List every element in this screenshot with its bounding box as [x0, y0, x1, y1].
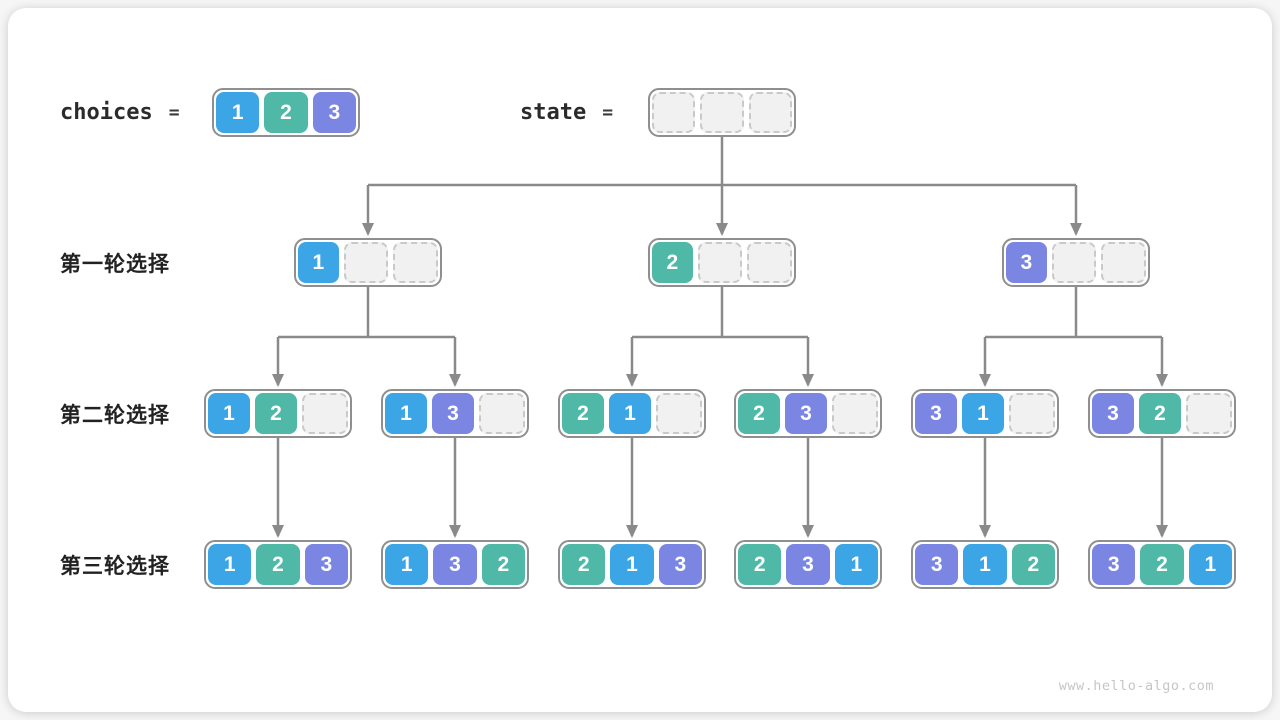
state-cell-filled: 3: [1092, 544, 1136, 585]
state-cell-filled: 1: [834, 544, 878, 585]
state-cell-empty: [479, 393, 525, 434]
state-cell-empty: [697, 242, 743, 283]
state-label: state: [520, 100, 587, 125]
state-cell-filled: 2: [1011, 544, 1055, 585]
diagram-canvas: [8, 8, 1272, 712]
state-cell-filled: 2: [738, 544, 782, 585]
state-box: 3: [1002, 238, 1150, 287]
state-cell-filled: 3: [915, 393, 957, 434]
state-cell-filled: 3: [312, 92, 356, 133]
state-cell-filled: 1: [962, 393, 1004, 434]
state-cell-empty: [1186, 393, 1232, 434]
state-box: [648, 88, 796, 137]
state-cell-empty: [393, 242, 439, 283]
state-cell-filled: 3: [1006, 242, 1047, 283]
state-cell-filled: 3: [433, 544, 477, 585]
state-cell-filled: 3: [304, 544, 348, 585]
state-cell-filled: 3: [915, 544, 959, 585]
state-cell-filled: 2: [652, 242, 693, 283]
choices-variable: choices =: [60, 88, 180, 137]
state-cell-filled: 1: [208, 393, 250, 434]
state-cell-filled: 2: [562, 393, 604, 434]
round-label: 第三轮选择: [60, 554, 170, 578]
state-cell-empty: [1009, 393, 1055, 434]
state-cell-filled: 3: [1092, 393, 1134, 434]
state-cell-empty: [700, 92, 744, 133]
state-cell-filled: 2: [738, 393, 780, 434]
round-label: 第一轮选择: [60, 252, 170, 276]
state-cell-empty: [1051, 242, 1097, 283]
equals-sign: =: [168, 102, 180, 123]
equals-sign: =: [602, 102, 614, 123]
state-cell-empty: [302, 393, 348, 434]
state-cell-filled: 3: [658, 544, 702, 585]
state-cell-filled: 1: [208, 544, 252, 585]
state-cell-filled: 2: [1140, 544, 1184, 585]
state-cell-filled: 2: [562, 544, 606, 585]
state-variable: state =: [520, 88, 613, 137]
state-cell-empty: [343, 242, 389, 283]
state-cell-filled: 2: [264, 92, 308, 133]
state-cell-empty: [747, 242, 793, 283]
state-cell-empty: [1101, 242, 1147, 283]
state-cell-filled: 1: [610, 544, 654, 585]
watermark: www.hello-algo.com: [1058, 678, 1214, 694]
state-cell-filled: 2: [1139, 393, 1181, 434]
round-label: 第二轮选择: [60, 403, 170, 427]
state-cell-filled: 1: [1188, 544, 1232, 585]
state-cell-filled: 1: [385, 544, 429, 585]
state-cell-filled: 2: [481, 544, 525, 585]
state-cell-empty: [832, 393, 878, 434]
state-cell-filled: 1: [385, 393, 427, 434]
state-cell-filled: 1: [963, 544, 1007, 585]
state-cell-filled: 1: [216, 92, 260, 133]
state-cell-empty: [652, 92, 696, 133]
state-cell-filled: 1: [298, 242, 339, 283]
state-box: 1: [294, 238, 442, 287]
choices-label: choices: [60, 100, 153, 125]
state-cell-filled: 3: [785, 393, 827, 434]
state-cell-filled: 2: [256, 544, 300, 585]
state-cell-empty: [656, 393, 702, 434]
state-cell-empty: [748, 92, 792, 133]
state-box: 2: [648, 238, 796, 287]
state-cell-filled: 3: [786, 544, 830, 585]
state-cell-filled: 1: [609, 393, 651, 434]
state-cell-filled: 2: [255, 393, 297, 434]
state-cell-filled: 3: [432, 393, 474, 434]
